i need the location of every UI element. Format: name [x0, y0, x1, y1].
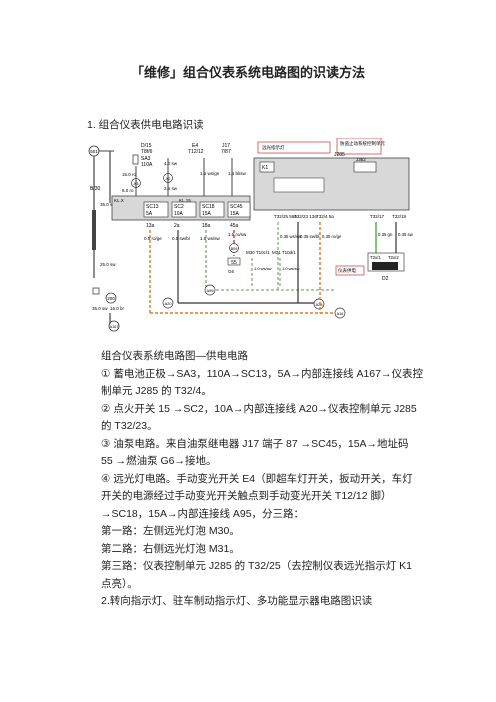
label-b30: B/30: [90, 186, 101, 192]
callout-highbeam: 远光指示灯: [262, 144, 285, 151]
route-1: 第一路：左侧远光灯泡 M30。: [101, 525, 240, 537]
label-35sw-bottom: 35.0 sw: [92, 306, 108, 311]
diagram-left-column: 501 B/30 35.0 sw 25.0 sw 200 35.0 sw 16.…: [88, 145, 125, 332]
bulb-wire-1: 1.0 ws/sw: [254, 266, 272, 271]
wire-4sw: 4.0 sw: [164, 161, 178, 166]
paragraph-4: ④ 远光灯电路。手动变光开关 E4（即超车灯开关，扳动开关，车灯开关的电源经过手…: [101, 472, 413, 520]
node-b09: B09: [231, 247, 238, 251]
node-a20: A20: [164, 301, 172, 306]
section-heading-1: 1. 组合仪表供电电路识读: [87, 119, 204, 131]
node-200: 200: [107, 296, 115, 301]
label-16ro: 16.0 ro: [122, 172, 137, 177]
wire-15wssw: 1.5 ws/sw: [200, 236, 221, 241]
route-3: 第三路：仪表控制单元 J285 的 T32/25（去控制仪表远光指示灯 K1 点…: [101, 560, 412, 590]
svg-text:KL.X: KL.X: [114, 198, 124, 203]
node-a95: A95: [206, 288, 214, 293]
bulb-m31: M31 T10d/1: [272, 250, 296, 255]
j285-pin-25: T32/25 56a: [274, 214, 297, 219]
k1-label: K1: [262, 165, 268, 171]
wire-05roge: 0.5 ro/ge: [144, 236, 162, 241]
j362-label: J362: [356, 157, 366, 162]
fuse-sa3: SA3: [141, 156, 151, 162]
power-note: 仪表供电: [338, 267, 356, 274]
code-e4: E4: [192, 143, 198, 149]
route-2: 第二路：右侧远光灯泡 M31。: [101, 542, 240, 555]
fuse-sc13: SC13: [146, 204, 159, 210]
j285-wire-2: 0.35 sw/bl: [300, 234, 319, 239]
fuse-sc45: SC45: [230, 204, 243, 210]
fuse-sc2: SC2: [174, 204, 184, 210]
paragraph-1: ① 蓄电池正极→SA3，110A→SC13，5A→内部连接线 A167→仪表控制…: [101, 367, 423, 398]
body-text: 组合仪表系统电路图—供电电路 ① 蓄电池正极→SA3，110A→SC13，5A→…: [87, 348, 423, 611]
wire-15blsw: 1.5 bl/sw: [228, 171, 247, 176]
svg-text:2.5 sw: 2.5 sw: [164, 186, 178, 191]
node-a16: A16: [337, 312, 344, 316]
fuse-sc18-rating: 15A: [202, 211, 212, 217]
paragraph-3: ③ 油泵电路。来自油泵继电器 J17 端子 87 →SC45，15A→地址码 5…: [101, 437, 409, 468]
j285-pin-17: T32/17: [370, 214, 385, 219]
section-heading-2: 2.转向指示灯、驻车制动指示灯、多功能显示器电路图识读: [101, 595, 373, 607]
j285-wire-3: 0.35 ro/ge: [322, 234, 342, 239]
fuse-sc18: SC18: [202, 204, 215, 210]
pin-45a: 45a: [230, 223, 239, 229]
code-d15: D/15: [141, 143, 152, 149]
code-t8f6: T8f/6: [141, 149, 153, 155]
fuse-box: KL.X KL.15 SC13 5A SC2 10A SC18 15A SC45…: [111, 195, 251, 221]
node-501: 501: [90, 149, 98, 154]
j285-pin-23: T32/23 13a: [294, 214, 317, 219]
node-a167: A167: [110, 325, 119, 329]
fuse-sc2-rating: 10A: [174, 211, 184, 217]
wire-15wsgn: 1.5 ws/gn: [200, 171, 220, 176]
pin-18a: 18a: [202, 223, 211, 229]
label-16br: 16.0 br: [110, 306, 125, 311]
j285-wire-1: 0.35 ws/sw: [280, 234, 302, 239]
d2-pin-2: T2x/2: [388, 255, 399, 260]
wire-05swbl: 0.5 sw/bl: [172, 236, 190, 241]
j285-wire-5: 0.35 sw: [398, 232, 414, 237]
d2-label: D2: [382, 276, 389, 282]
d2-pin-1: T2x/1: [370, 255, 381, 260]
j285-unit: 远光指示灯 防盗止动系统控制单元 J285 K1 J362: [253, 138, 410, 211]
pin-13a: 13a: [146, 223, 155, 229]
code-t1212: T12/12: [188, 149, 204, 155]
paragraph-2: ② 点火开关 15 →SC2，10A→内部连接线 A20→仪表控制单元 J285…: [101, 402, 417, 433]
pin-2a: 2a: [174, 223, 180, 229]
label-35sw: 35.0 sw: [100, 202, 116, 207]
label-6ro: 6.0 ro: [122, 188, 134, 193]
fuse-sa3-rating: 110A: [141, 162, 153, 168]
code-787: 7/87: [221, 149, 231, 155]
fuse-sc13-rating: 5A: [146, 211, 153, 217]
circuit-diagram: 501 B/30 35.0 sw 25.0 sw 200 35.0 sw 16.…: [88, 138, 414, 332]
bulb-m30: M30 T10c/1: [246, 250, 270, 255]
label-25sw: 25.0 sw: [100, 262, 116, 267]
j285-wire-4: 0.35 gn: [378, 232, 393, 237]
callout-immobilizer: 防盗止动系统控制单元: [340, 140, 385, 147]
j285-pin-4: T32/4 5a: [316, 214, 334, 219]
figure-caption: 组合仪表系统电路图—供电电路: [101, 350, 248, 362]
j285-label: J285: [334, 152, 345, 158]
svg-text:KL.15: KL.15: [179, 198, 191, 203]
connector-55: 55: [231, 260, 237, 266]
pump-g6: G6: [228, 269, 235, 274]
j285-pin-18: T32/18: [392, 214, 407, 219]
wire-15rosw: 1.5 ro/sw: [228, 232, 247, 237]
code-j17: J17: [222, 143, 230, 149]
fuse-sc45-rating: 15A: [230, 211, 240, 217]
page-title: 「维修」组合仪表系统电路图的识读方法: [130, 65, 365, 80]
bulb-wire-2: 1.0 ws/sw: [282, 266, 300, 271]
